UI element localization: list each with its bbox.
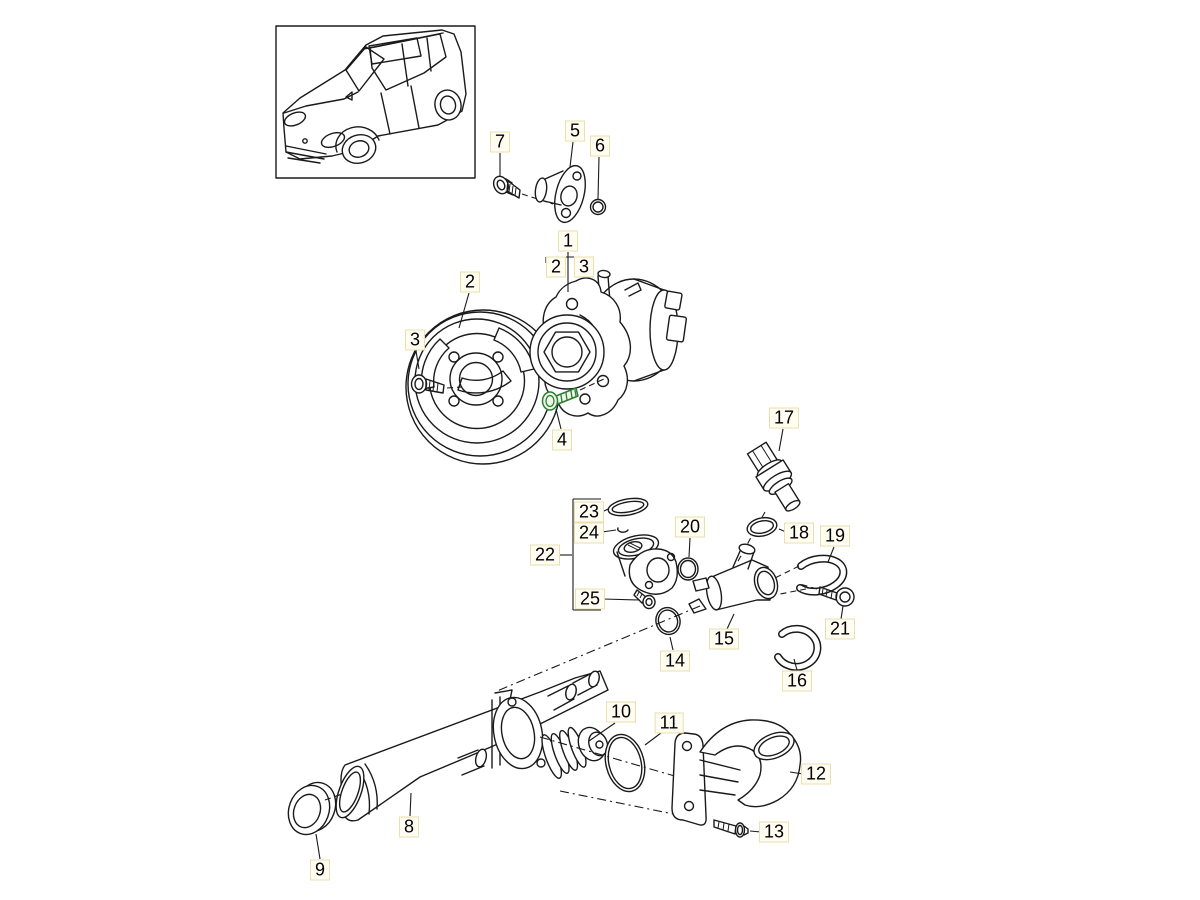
part-12-elbow-drawing: [671, 719, 802, 826]
callout-16[interactable]: 16: [781, 670, 813, 692]
callout-7[interactable]: 7: [489, 131, 511, 153]
part-20-o-ring-drawing: [677, 557, 699, 581]
part-23-o-ring-drawing: [607, 497, 649, 517]
part-18-o-ring-drawing: [746, 516, 778, 538]
part-17-sensor-drawing: [746, 441, 801, 512]
callout-21[interactable]: 21: [824, 618, 856, 640]
callout-20[interactable]: 20: [674, 516, 706, 538]
assembly-axis: [579, 378, 605, 391]
callout-15[interactable]: 15: [708, 628, 740, 650]
mirror: [345, 91, 353, 101]
vehicle-thumbnail: [275, 25, 476, 179]
part-13-screw-drawing: [713, 819, 749, 838]
callout-22[interactable]: 22: [529, 544, 561, 566]
part-8-coolant-pipe-drawing: [335, 670, 609, 822]
callout-23[interactable]: 23: [573, 501, 605, 523]
callout-bracket-22: [572, 498, 601, 611]
callout-11[interactable]: 11: [654, 712, 684, 734]
callout-10[interactable]: 10: [605, 701, 637, 723]
rear-wheel: [434, 89, 462, 121]
part-9-sealing-cap-drawing: [287, 781, 337, 836]
part-16-clip-drawing: [774, 624, 822, 671]
callout-3[interactable]: 3: [404, 329, 426, 351]
part-5-flange-drawing: [534, 164, 586, 224]
assembly-axis: [772, 565, 807, 595]
callout-13[interactable]: 13: [758, 821, 790, 843]
part-15-connector-drawing: [688, 543, 779, 614]
callout-2-sub[interactable]: 2: [545, 256, 567, 278]
assembly-axis-long: [539, 736, 679, 778]
callout-12[interactable]: 12: [800, 763, 832, 785]
part-19-clip-drawing: [796, 554, 848, 596]
leader-lines: [315, 141, 844, 860]
callout-24[interactable]: 24: [573, 522, 605, 544]
callout-9[interactable]: 9: [309, 859, 331, 881]
callout-8[interactable]: 8: [398, 816, 420, 838]
callout-14[interactable]: 14: [659, 650, 691, 672]
part-1-water-pump-drawing: [529, 269, 688, 417]
callout-2[interactable]: 2: [459, 271, 481, 293]
part-7-screw-drawing: [492, 175, 521, 199]
callout-19[interactable]: 19: [819, 525, 851, 547]
part-24-clip-drawing: [617, 527, 629, 533]
thermostat-housing-drawing: [612, 534, 679, 595]
callout-6[interactable]: 6: [589, 135, 611, 157]
callout-5[interactable]: 5: [564, 120, 586, 142]
assembly-axis: [799, 583, 818, 590]
thumbnail-border: [275, 25, 476, 179]
badge: [302, 138, 308, 144]
front-wheel: [341, 133, 377, 165]
vehicle-outline-drawing: [282, 29, 467, 165]
part-11-o-ring-drawing: [604, 733, 646, 793]
headlight: [283, 111, 307, 127]
callout-18[interactable]: 18: [783, 522, 815, 544]
part-4-bolt-highlighted-drawing[interactable]: [541, 387, 579, 411]
callout-25[interactable]: 25: [574, 588, 606, 610]
callout-17[interactable]: 17: [768, 407, 800, 429]
grille: [285, 145, 327, 164]
part-3-bolt-drawing: [410, 374, 445, 394]
part-10-plug-drawing: [541, 726, 609, 779]
part-21-screw-drawing: [818, 586, 855, 607]
callout-4[interactable]: 4: [551, 429, 573, 451]
assembly-axis: [324, 793, 343, 801]
callout-1[interactable]: 1: [557, 230, 579, 252]
part-6-o-ring-drawing: [589, 198, 607, 216]
assembly-axis-long: [559, 790, 709, 822]
part-25-bolt-drawing: [633, 589, 656, 610]
assembly-axis: [521, 193, 554, 205]
part-14-o-ring-drawing: [655, 606, 681, 636]
callout-3-sub[interactable]: 3: [573, 256, 595, 278]
assembly-axis: [446, 386, 463, 389]
